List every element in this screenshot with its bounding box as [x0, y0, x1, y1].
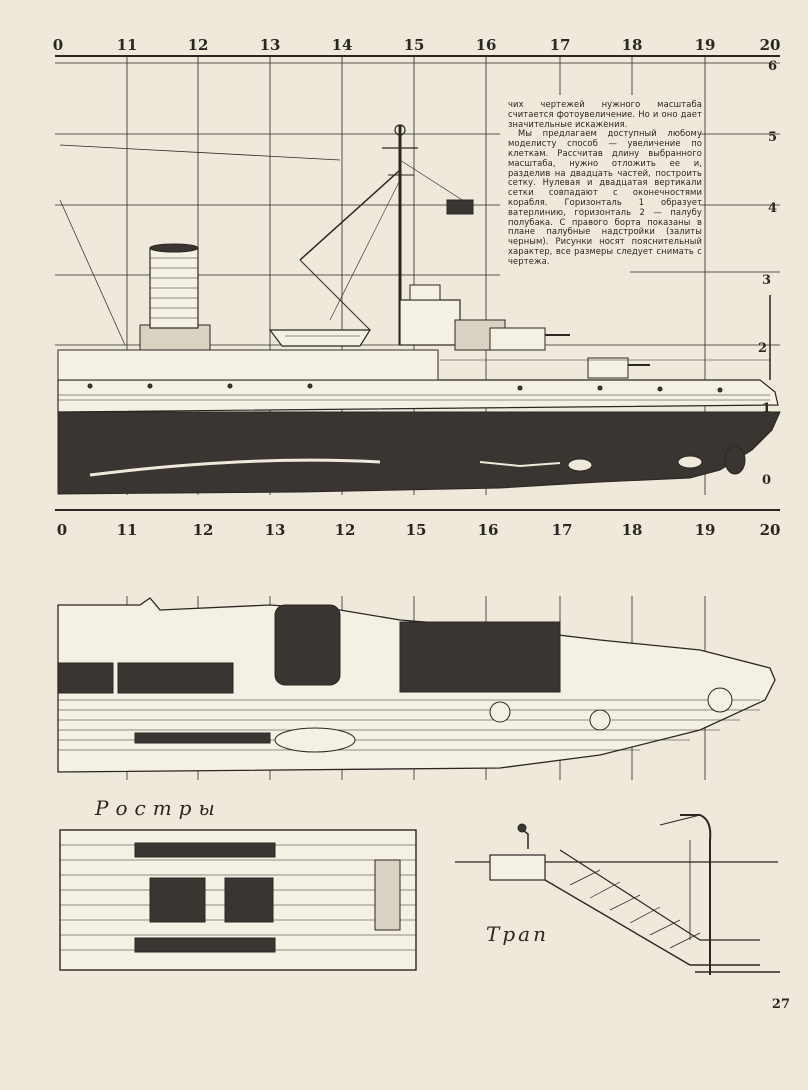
top-tick-16: 16 [475, 36, 497, 54]
top-tick-15: 15 [403, 36, 425, 54]
right-tick-2: 2 [758, 341, 768, 356]
article-paragraph-2: Мы предлагаем доступный любому моделисту… [508, 128, 702, 266]
mid-tick-13: 13 [264, 521, 286, 539]
top-tick-19: 19 [694, 36, 716, 54]
caption-rostry: Ростры [95, 796, 222, 820]
top-tick-13: 13 [259, 36, 281, 54]
right-tick-1: 1 [762, 401, 772, 416]
top-tick-14: 14 [331, 36, 353, 54]
mid-tick-11: 11 [116, 521, 138, 539]
top-tick-0: 0 [52, 36, 64, 54]
mid-tick-19: 19 [694, 521, 716, 539]
right-tick-3: 3 [762, 273, 772, 288]
caption-trap: Трап [486, 922, 549, 946]
right-tick-5: 5 [768, 130, 778, 145]
mid-tick-14: 12 [334, 521, 356, 539]
mid-tick-17: 17 [551, 521, 573, 539]
article-paragraph-1: чих чертежей нужного масштаба считается … [508, 99, 702, 129]
article-text: чих чертежей нужного масштаба считается … [508, 99, 702, 267]
right-tick-0: 0 [762, 473, 772, 488]
top-tick-18: 18 [621, 36, 643, 54]
mid-tick-12: 12 [192, 521, 214, 539]
mid-tick-18: 18 [621, 521, 643, 539]
mid-tick-0: 0 [56, 521, 68, 539]
right-tick-4: 4 [768, 201, 778, 216]
top-tick-12: 12 [187, 36, 209, 54]
top-tick-11: 11 [116, 36, 138, 54]
mid-tick-16: 16 [477, 521, 499, 539]
rostry-plan [59, 829, 417, 971]
top-tick-20: 20 [759, 36, 781, 54]
top-tick-17: 17 [549, 36, 571, 54]
ship-plan [57, 597, 776, 773]
mid-tick-15: 15 [405, 521, 427, 539]
ship-elevation [57, 124, 781, 495]
page-number: 27 [771, 997, 790, 1012]
trap-drawing [455, 814, 780, 975]
mid-tick-20: 20 [759, 521, 781, 539]
right-tick-6: 6 [768, 59, 778, 74]
